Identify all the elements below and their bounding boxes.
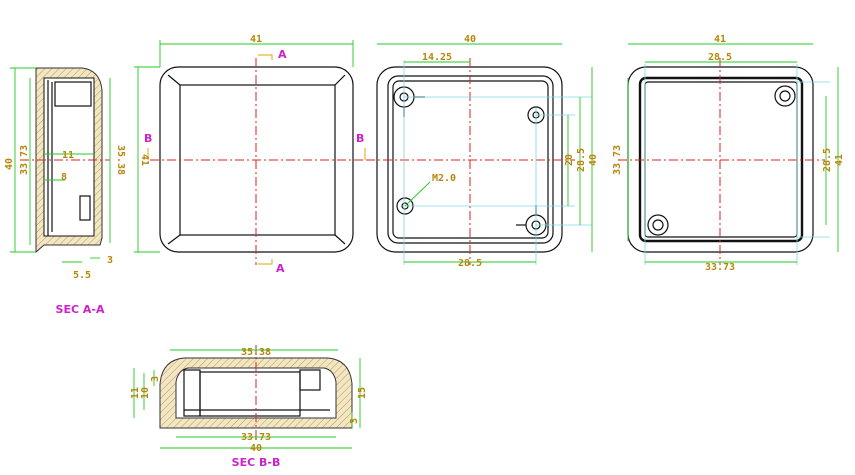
- inner-dim-width-40: 40: [464, 34, 476, 45]
- bottom-dim-height-33-73: 33.73: [612, 145, 623, 175]
- top-dim-height-41: 41: [139, 154, 150, 166]
- section-mark-b-left: B: [144, 132, 152, 145]
- boss-bottom-right: [516, 205, 547, 236]
- top-view: A A B B 41 41: [134, 34, 366, 275]
- bb-dim-left-10: 10: [140, 387, 151, 399]
- aa-dim-bottom-3: 3: [107, 255, 113, 266]
- boss-top-left: [393, 86, 425, 117]
- aa-dim-bottom-5-5: 5.5: [73, 270, 91, 281]
- bottom-boss-bottom-left: [647, 214, 669, 236]
- aa-dim-height-33-73: 33.73: [19, 145, 30, 175]
- inner-dim-bottom-28-5: 28.5: [458, 258, 482, 269]
- aa-dim-height-35-38: 35.38: [115, 145, 126, 175]
- top-dim-width-41: 41: [250, 34, 262, 45]
- aa-dim-width-8: 8: [61, 172, 67, 183]
- section-mark-a-bottom: A: [276, 262, 285, 275]
- inner-dim-height-20: 20: [564, 154, 575, 166]
- bottom-boss-top-right: [774, 85, 796, 107]
- section-a-a-view: 40 33.73 35.38 11 8 5.5 3 SEC A-A: [4, 67, 126, 316]
- aa-dim-height-40: 40: [4, 158, 15, 170]
- section-b-b-title: SEC B-B: [232, 456, 281, 469]
- bb-dim-top-35-38: 35.38: [241, 347, 271, 358]
- bb-dim-left-11: 11: [130, 387, 141, 399]
- inner-dim-height-28-5: 28.5: [576, 148, 587, 172]
- inner-dim-screw-m2: M2.0: [432, 173, 456, 184]
- bb-dim-bottom-33-73: 33.73: [241, 432, 271, 443]
- inner-view: 40 14.25 20 28.5 40 28.5 M2.0: [366, 34, 599, 269]
- section-b-b-profile: [159, 357, 353, 429]
- bb-dim-right-15: 15: [357, 387, 368, 399]
- inner-dim-offset-14-25: 14.25: [422, 52, 452, 63]
- section-b-b-view: 35.38 11 10 3 15 3 33.73 40 SEC B-B: [130, 345, 368, 469]
- bb-dim-left-3: 3: [150, 376, 161, 382]
- bottom-dim-inner-28-5: 28.5: [708, 52, 732, 63]
- bottom-view: 41 28.5 33.73 28.5 41 33.73: [612, 34, 845, 273]
- bb-dim-bottom-40: 40: [250, 443, 262, 454]
- section-a-a-title: SEC A-A: [56, 303, 105, 316]
- inner-dim-height-40: 40: [588, 154, 599, 166]
- bb-dim-right-3: 3: [349, 418, 360, 424]
- bottom-dim-right-28-5: 28.5: [822, 148, 833, 172]
- section-mark-b-right: B: [356, 132, 364, 145]
- aa-dim-width-11: 11: [62, 150, 74, 161]
- bottom-dim-bottom-33-73: 33.73: [705, 262, 735, 273]
- section-mark-a-top: A: [278, 48, 287, 61]
- bottom-dim-width-41: 41: [714, 34, 726, 45]
- bottom-dim-right-41: 41: [834, 154, 845, 166]
